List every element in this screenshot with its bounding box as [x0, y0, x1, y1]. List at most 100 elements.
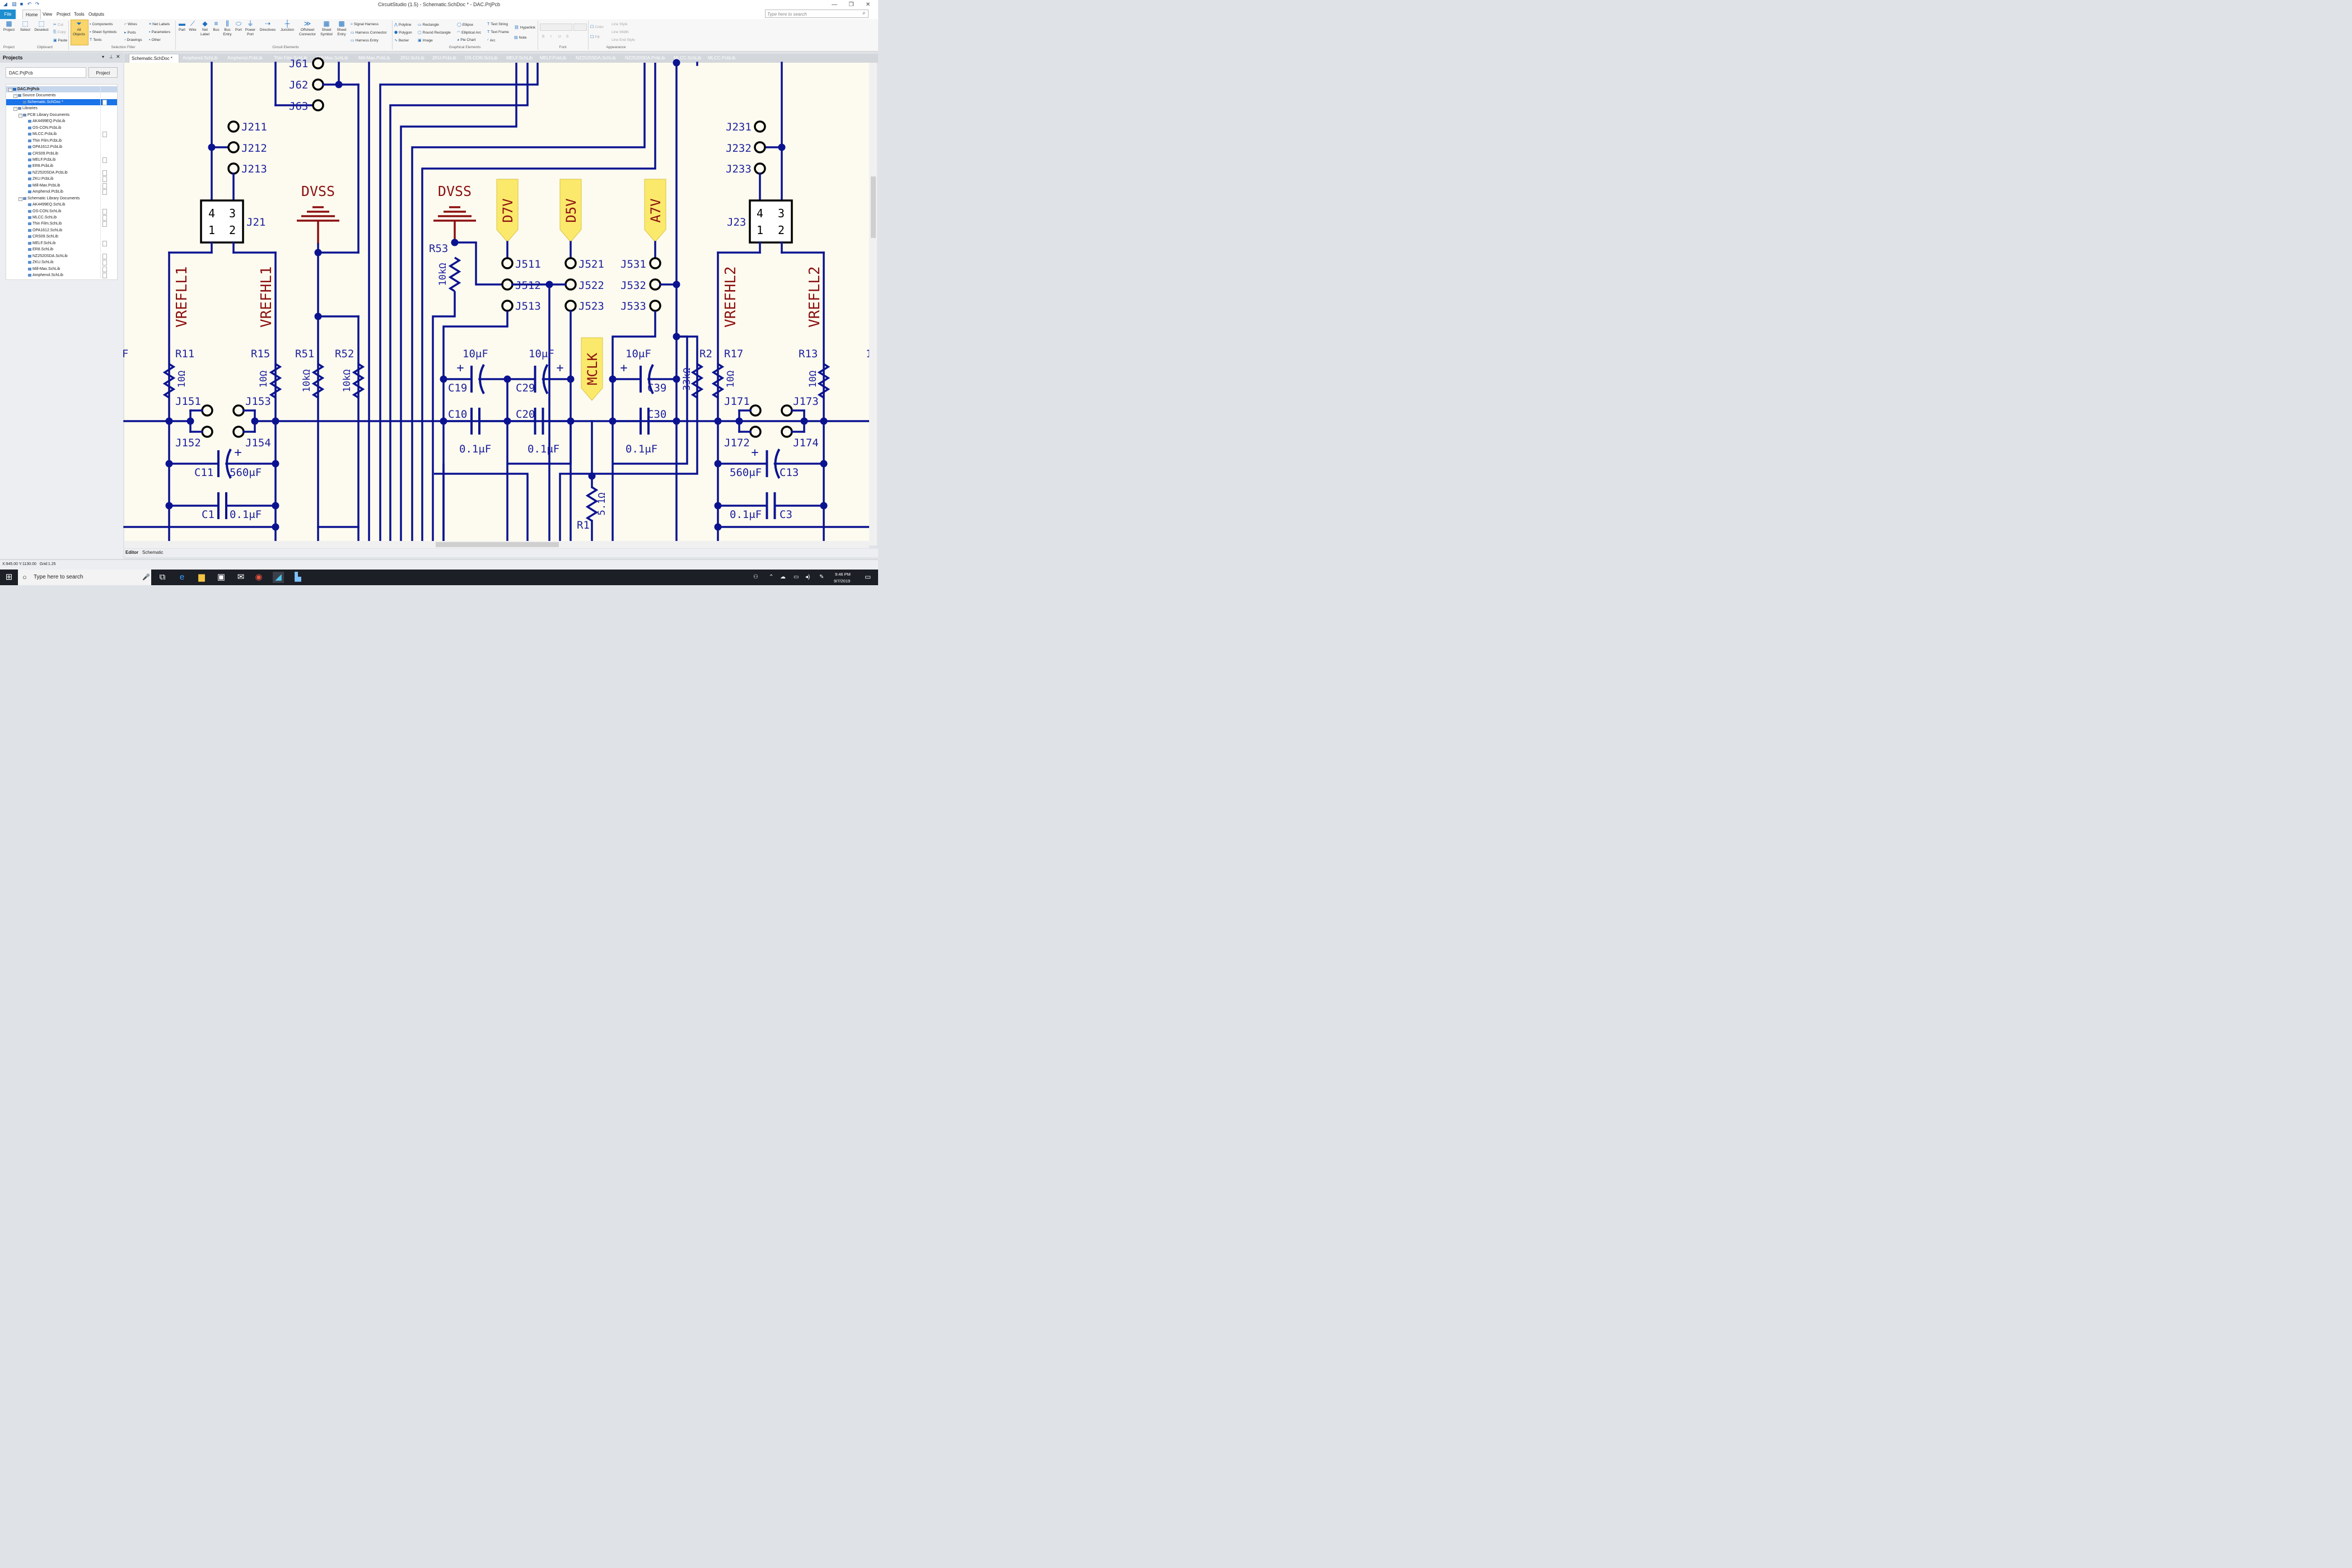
redo-icon[interactable]: ↷: [35, 1, 40, 7]
project-field[interactable]: DAC.PrjPcb: [6, 67, 86, 78]
port-button[interactable]: ⬭Port: [235, 20, 242, 32]
tree-item[interactable]: −Libraries: [6, 105, 117, 112]
edge-browser-icon[interactable]: e: [179, 572, 185, 582]
all-objects-button[interactable]: [71, 20, 88, 45]
fill-select[interactable]: ☐Fill: [590, 35, 600, 39]
chrome-icon[interactable]: ◉: [255, 572, 263, 582]
network-icon[interactable]: ▭: [794, 574, 799, 580]
mail-icon[interactable]: ✉: [237, 572, 245, 582]
tab-tools[interactable]: Tools: [74, 12, 85, 17]
tree-item[interactable]: OS-CON.SchLib: [6, 208, 117, 214]
filter-drawings[interactable]: ▫Drawings: [124, 38, 142, 42]
microphone-icon[interactable]: 🎤: [142, 574, 150, 581]
rectangle-button[interactable]: ▭Rectangle: [418, 23, 439, 27]
taskbar-search[interactable]: ○ Type here to search 🎤: [18, 570, 151, 585]
polygon-button[interactable]: ⬟Polygon: [394, 31, 412, 35]
pen-icon[interactable]: ✎: [819, 574, 824, 580]
document-tab[interactable]: MELF.PcbLib: [540, 55, 567, 60]
panel-menu-icon[interactable]: ▾: [102, 54, 105, 59]
tree-item[interactable]: AK4499EQ.PcbLib: [6, 118, 117, 125]
image-button[interactable]: ▣Image: [418, 39, 433, 43]
tree-item[interactable]: Mill-Max.SchLib: [6, 265, 117, 272]
part-button[interactable]: ▬Part: [179, 20, 185, 32]
panel-close-icon[interactable]: ✕: [116, 54, 120, 59]
tree-item[interactable]: Amphenol.PcbLib: [6, 189, 117, 195]
underline-button[interactable]: U: [558, 35, 561, 39]
clock-date[interactable]: 9/7/2019: [834, 578, 851, 584]
people-icon[interactable]: ⚇: [753, 574, 758, 580]
paste-button[interactable]: ▣Paste: [53, 39, 68, 43]
tab-outputs[interactable]: Outputs: [88, 12, 105, 17]
bus-entry-button[interactable]: ⫼Bus Entry: [223, 20, 232, 37]
tree-item[interactable]: Thin Film.PcbLib: [6, 137, 117, 144]
power-port-button[interactable]: ⏚Power Port: [245, 20, 256, 37]
pie-chart-button[interactable]: ◕Pie Chart: [457, 38, 476, 42]
wire-button[interactable]: ⟋Wire: [189, 20, 197, 32]
filter-net-labels[interactable]: ≡Net Labels: [149, 22, 170, 26]
arc-button[interactable]: ◜Arc: [487, 39, 496, 43]
tree-item[interactable]: OPA1612.SchLib: [6, 227, 117, 234]
save-icon[interactable]: ■: [20, 1, 24, 7]
document-tab[interactable]: Amphenol.SchLib: [183, 55, 218, 60]
tree-item[interactable]: Thin Film.SchLib: [6, 221, 117, 227]
tab-project[interactable]: Project: [57, 12, 71, 17]
project-button[interactable]: Project: [88, 67, 118, 78]
offsheet-connector-button[interactable]: ≫Offsheet Connector: [299, 20, 316, 37]
tree-item[interactable]: −Schematic Library Documents: [6, 195, 117, 202]
search-icon[interactable]: ⌕: [862, 10, 866, 16]
tab-view[interactable]: View: [43, 12, 53, 17]
circuitstudio-taskbar-icon[interactable]: ◢: [273, 572, 284, 583]
line-width-select[interactable]: Line Width: [612, 30, 629, 34]
vertical-scroll-thumb[interactable]: [871, 176, 876, 238]
document-tab[interactable]: Thin Film.SchLib: [274, 55, 307, 60]
line-end-style-select[interactable]: Line End Style: [612, 38, 635, 42]
expand-toggle-icon[interactable]: −: [8, 88, 12, 92]
clock-time[interactable]: 9:46 PM: [835, 572, 851, 577]
filter-components[interactable]: ▪Components: [90, 22, 113, 26]
minimize-button[interactable]: —: [832, 2, 837, 8]
document-tab[interactable]: MELF.SchLib: [506, 55, 533, 60]
document-tab[interactable]: Schematic.SchDoc *: [129, 54, 179, 63]
document-tab[interactable]: ZKU.SchLib: [400, 55, 424, 60]
document-tab[interactable]: ZKU.PcbLib: [432, 55, 456, 60]
tree-item[interactable]: OPA1612.PcbLib: [6, 144, 117, 151]
app-taskbar-icon[interactable]: ▙: [295, 572, 301, 582]
note-button[interactable]: ▤Note: [514, 36, 527, 40]
sheet-entry-button[interactable]: ▩Sheet Entry: [337, 20, 347, 37]
round-rectangle-button[interactable]: ▢Round Rectangle: [418, 31, 451, 35]
net-label-button[interactable]: ◆Net Label: [200, 20, 209, 37]
tray-chevron-icon[interactable]: ⌃: [769, 574, 774, 580]
deselect-button[interactable]: ⬚Deselect: [34, 20, 49, 32]
junction-button[interactable]: ┼Junction: [280, 20, 295, 32]
italic-button[interactable]: I: [550, 35, 552, 39]
color-select[interactable]: ☐Color: [590, 25, 604, 29]
search-input[interactable]: Type here to search: [765, 10, 869, 18]
horizontal-scroll-thumb[interactable]: [436, 542, 559, 547]
ellipse-button[interactable]: ◯Ellipse: [457, 23, 473, 27]
store-icon[interactable]: ▣: [217, 572, 226, 582]
open-icon[interactable]: ▤: [12, 1, 17, 7]
volume-icon[interactable]: ◂): [805, 574, 810, 580]
document-tab[interactable]: Mill-Max.SchLib: [316, 55, 348, 60]
document-tab[interactable]: MLCC.PcbLib: [708, 55, 736, 60]
bezier-button[interactable]: ∿Bezier: [394, 39, 409, 43]
vertical-scrollbar[interactable]: [869, 63, 877, 545]
hyperlink-button[interactable]: ⛓Hyperlink: [514, 26, 535, 30]
select-button[interactable]: ⬚Select: [20, 20, 31, 32]
expand-toggle-icon[interactable]: −: [13, 107, 17, 111]
polyline-button[interactable]: ⋀Polyline: [394, 23, 412, 27]
file-menu[interactable]: File: [0, 10, 16, 19]
onedrive-icon[interactable]: ☁: [780, 574, 786, 580]
document-tab[interactable]: MLCC.SchLib: [674, 55, 702, 60]
strikethrough-button[interactable]: S: [566, 35, 569, 39]
undo-icon[interactable]: ↶: [27, 1, 32, 7]
tree-item[interactable]: AK4499EQ.SchLib: [6, 202, 117, 208]
close-button[interactable]: ✕: [865, 2, 871, 8]
expand-toggle-icon[interactable]: −: [18, 113, 22, 118]
bus-button[interactable]: ≡Bus: [213, 20, 220, 32]
tab-editor[interactable]: Editor: [125, 550, 139, 555]
tab-home[interactable]: Home: [22, 10, 41, 20]
filter-parameters[interactable]: ▪Parameters: [149, 30, 171, 34]
